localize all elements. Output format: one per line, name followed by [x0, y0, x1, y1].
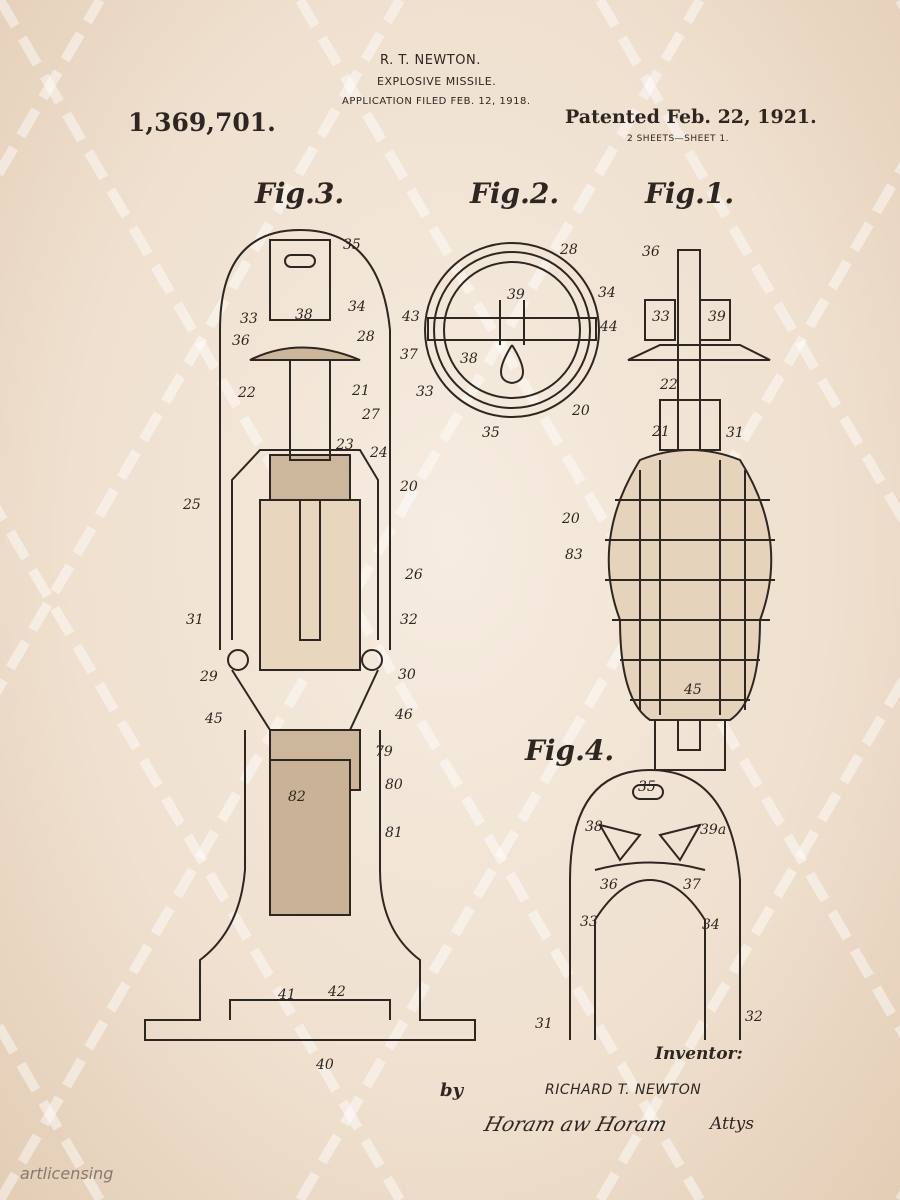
patent-number: 1,369,701. — [128, 108, 276, 137]
watermark-text: artlicensing — [20, 1164, 114, 1183]
watermark-band — [595, 0, 900, 525]
part-label: 30 — [398, 667, 416, 683]
fig4-title: Fig.4. — [525, 734, 615, 767]
watermark-band — [0, 0, 405, 696]
part-label: 33 — [240, 311, 258, 327]
part-label: 39 — [708, 309, 726, 325]
part-label: 82 — [288, 789, 306, 805]
by-label: by — [440, 1080, 464, 1101]
part-label: 81 — [385, 825, 403, 841]
part-label: 38 — [295, 307, 313, 323]
fig3-title: Fig.3. — [255, 177, 345, 210]
attys-label: Attys — [710, 1114, 754, 1134]
sheet-count: 2 SHEETS—SHEET 1. — [627, 134, 729, 144]
inventor-name: RICHARD T. NEWTON — [545, 1082, 702, 1098]
part-label: 28 — [560, 242, 578, 258]
part-label: 29 — [200, 669, 218, 685]
watermark-band — [0, 0, 700, 1200]
part-label: 37 — [400, 347, 418, 363]
part-label: 22 — [238, 385, 256, 401]
part-label: 83 — [565, 547, 583, 563]
part-label: 32 — [400, 612, 418, 628]
part-label: 35 — [482, 425, 500, 441]
part-label: 33 — [580, 914, 598, 930]
part-label: 34 — [348, 299, 366, 315]
part-label: 45 — [205, 711, 223, 727]
part-label: 34 — [702, 917, 720, 933]
part-label: 80 — [385, 777, 403, 793]
part-label: 24 — [370, 445, 388, 461]
part-label: 33 — [652, 309, 670, 325]
fig2-title: Fig.2. — [470, 177, 560, 210]
part-label: 33 — [416, 384, 434, 400]
fig1-title: Fig.1. — [645, 177, 735, 210]
part-label: 42 — [328, 984, 346, 1000]
inventor-label: Inventor: — [655, 1044, 743, 1064]
part-label: 35 — [343, 237, 361, 253]
part-label: 46 — [395, 707, 413, 723]
part-label: 27 — [362, 407, 380, 423]
fig3-sectional-view — [144, 228, 476, 1041]
part-label: 36 — [642, 244, 660, 260]
part-label: 41 — [278, 987, 296, 1003]
fig2-top-view — [424, 242, 600, 418]
part-label: 21 — [352, 383, 370, 399]
patented-date: Patented Feb. 22, 1921. — [565, 106, 817, 128]
part-label: 36 — [600, 877, 618, 893]
part-label: 79 — [375, 744, 393, 760]
part-label: 43 — [402, 309, 420, 325]
part-label: 23 — [336, 437, 354, 453]
fig4-detail-view — [569, 768, 741, 1040]
watermark-band — [595, 675, 900, 1200]
part-label: 45 — [684, 682, 702, 698]
part-label: 28 — [357, 329, 375, 345]
part-label: 25 — [183, 497, 201, 513]
inventor-header: R. T. NEWTON. — [380, 53, 481, 68]
part-label: 38 — [585, 819, 603, 835]
part-label: 36 — [232, 333, 250, 349]
application-date: APPLICATION FILED FEB. 12, 1918. — [342, 96, 531, 107]
part-label: 20 — [562, 511, 580, 527]
part-label: 31 — [535, 1016, 553, 1032]
part-label: 26 — [405, 567, 423, 583]
part-label: 35 — [638, 779, 656, 795]
part-label: 22 — [660, 377, 678, 393]
watermark-band — [0, 0, 700, 1200]
watermark-band — [295, 161, 900, 1200]
patent-title: EXPLOSIVE MISSILE. — [377, 75, 497, 88]
part-label: 31 — [186, 612, 204, 628]
part-label: 34 — [598, 285, 616, 301]
fig1-side-view — [605, 249, 775, 771]
part-label: 21 — [652, 424, 670, 440]
part-label: 32 — [745, 1009, 763, 1025]
part-label: 39 — [507, 287, 525, 303]
part-label: 37 — [683, 877, 701, 893]
watermark-band — [295, 0, 900, 1039]
part-label: 20 — [400, 479, 418, 495]
part-label: 39a — [700, 822, 727, 838]
part-label: 20 — [572, 403, 590, 419]
part-label: 40 — [316, 1057, 334, 1073]
part-label: 31 — [726, 425, 744, 441]
attorney-signature: Horam aw Horam — [481, 1112, 670, 1136]
part-label: 44 — [600, 319, 618, 335]
part-label: 38 — [460, 351, 478, 367]
